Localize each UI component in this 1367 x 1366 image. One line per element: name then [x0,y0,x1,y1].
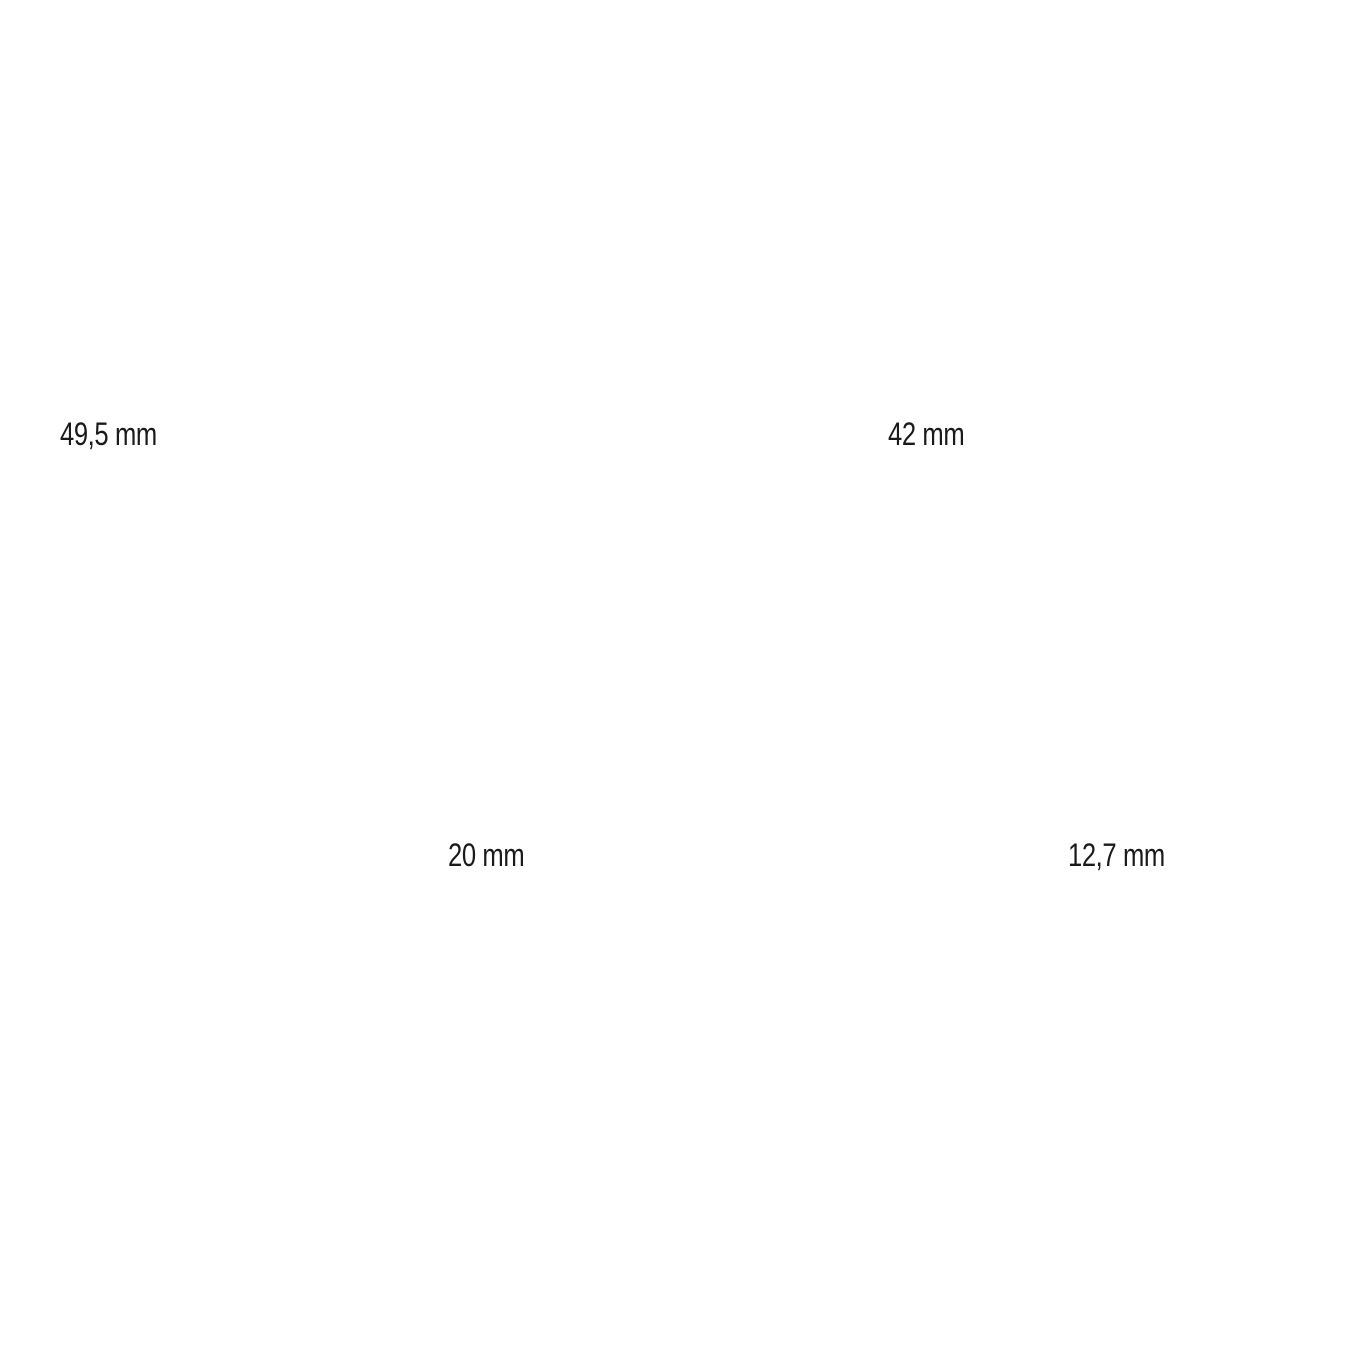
dimension-label-width-medium: 42 mm [888,416,965,452]
dimension-label-depth: 12,7 mm [1068,837,1165,873]
dimension-label-width-large: 49,5 mm [60,416,157,452]
dimension-label-height: 20 mm [448,837,525,873]
